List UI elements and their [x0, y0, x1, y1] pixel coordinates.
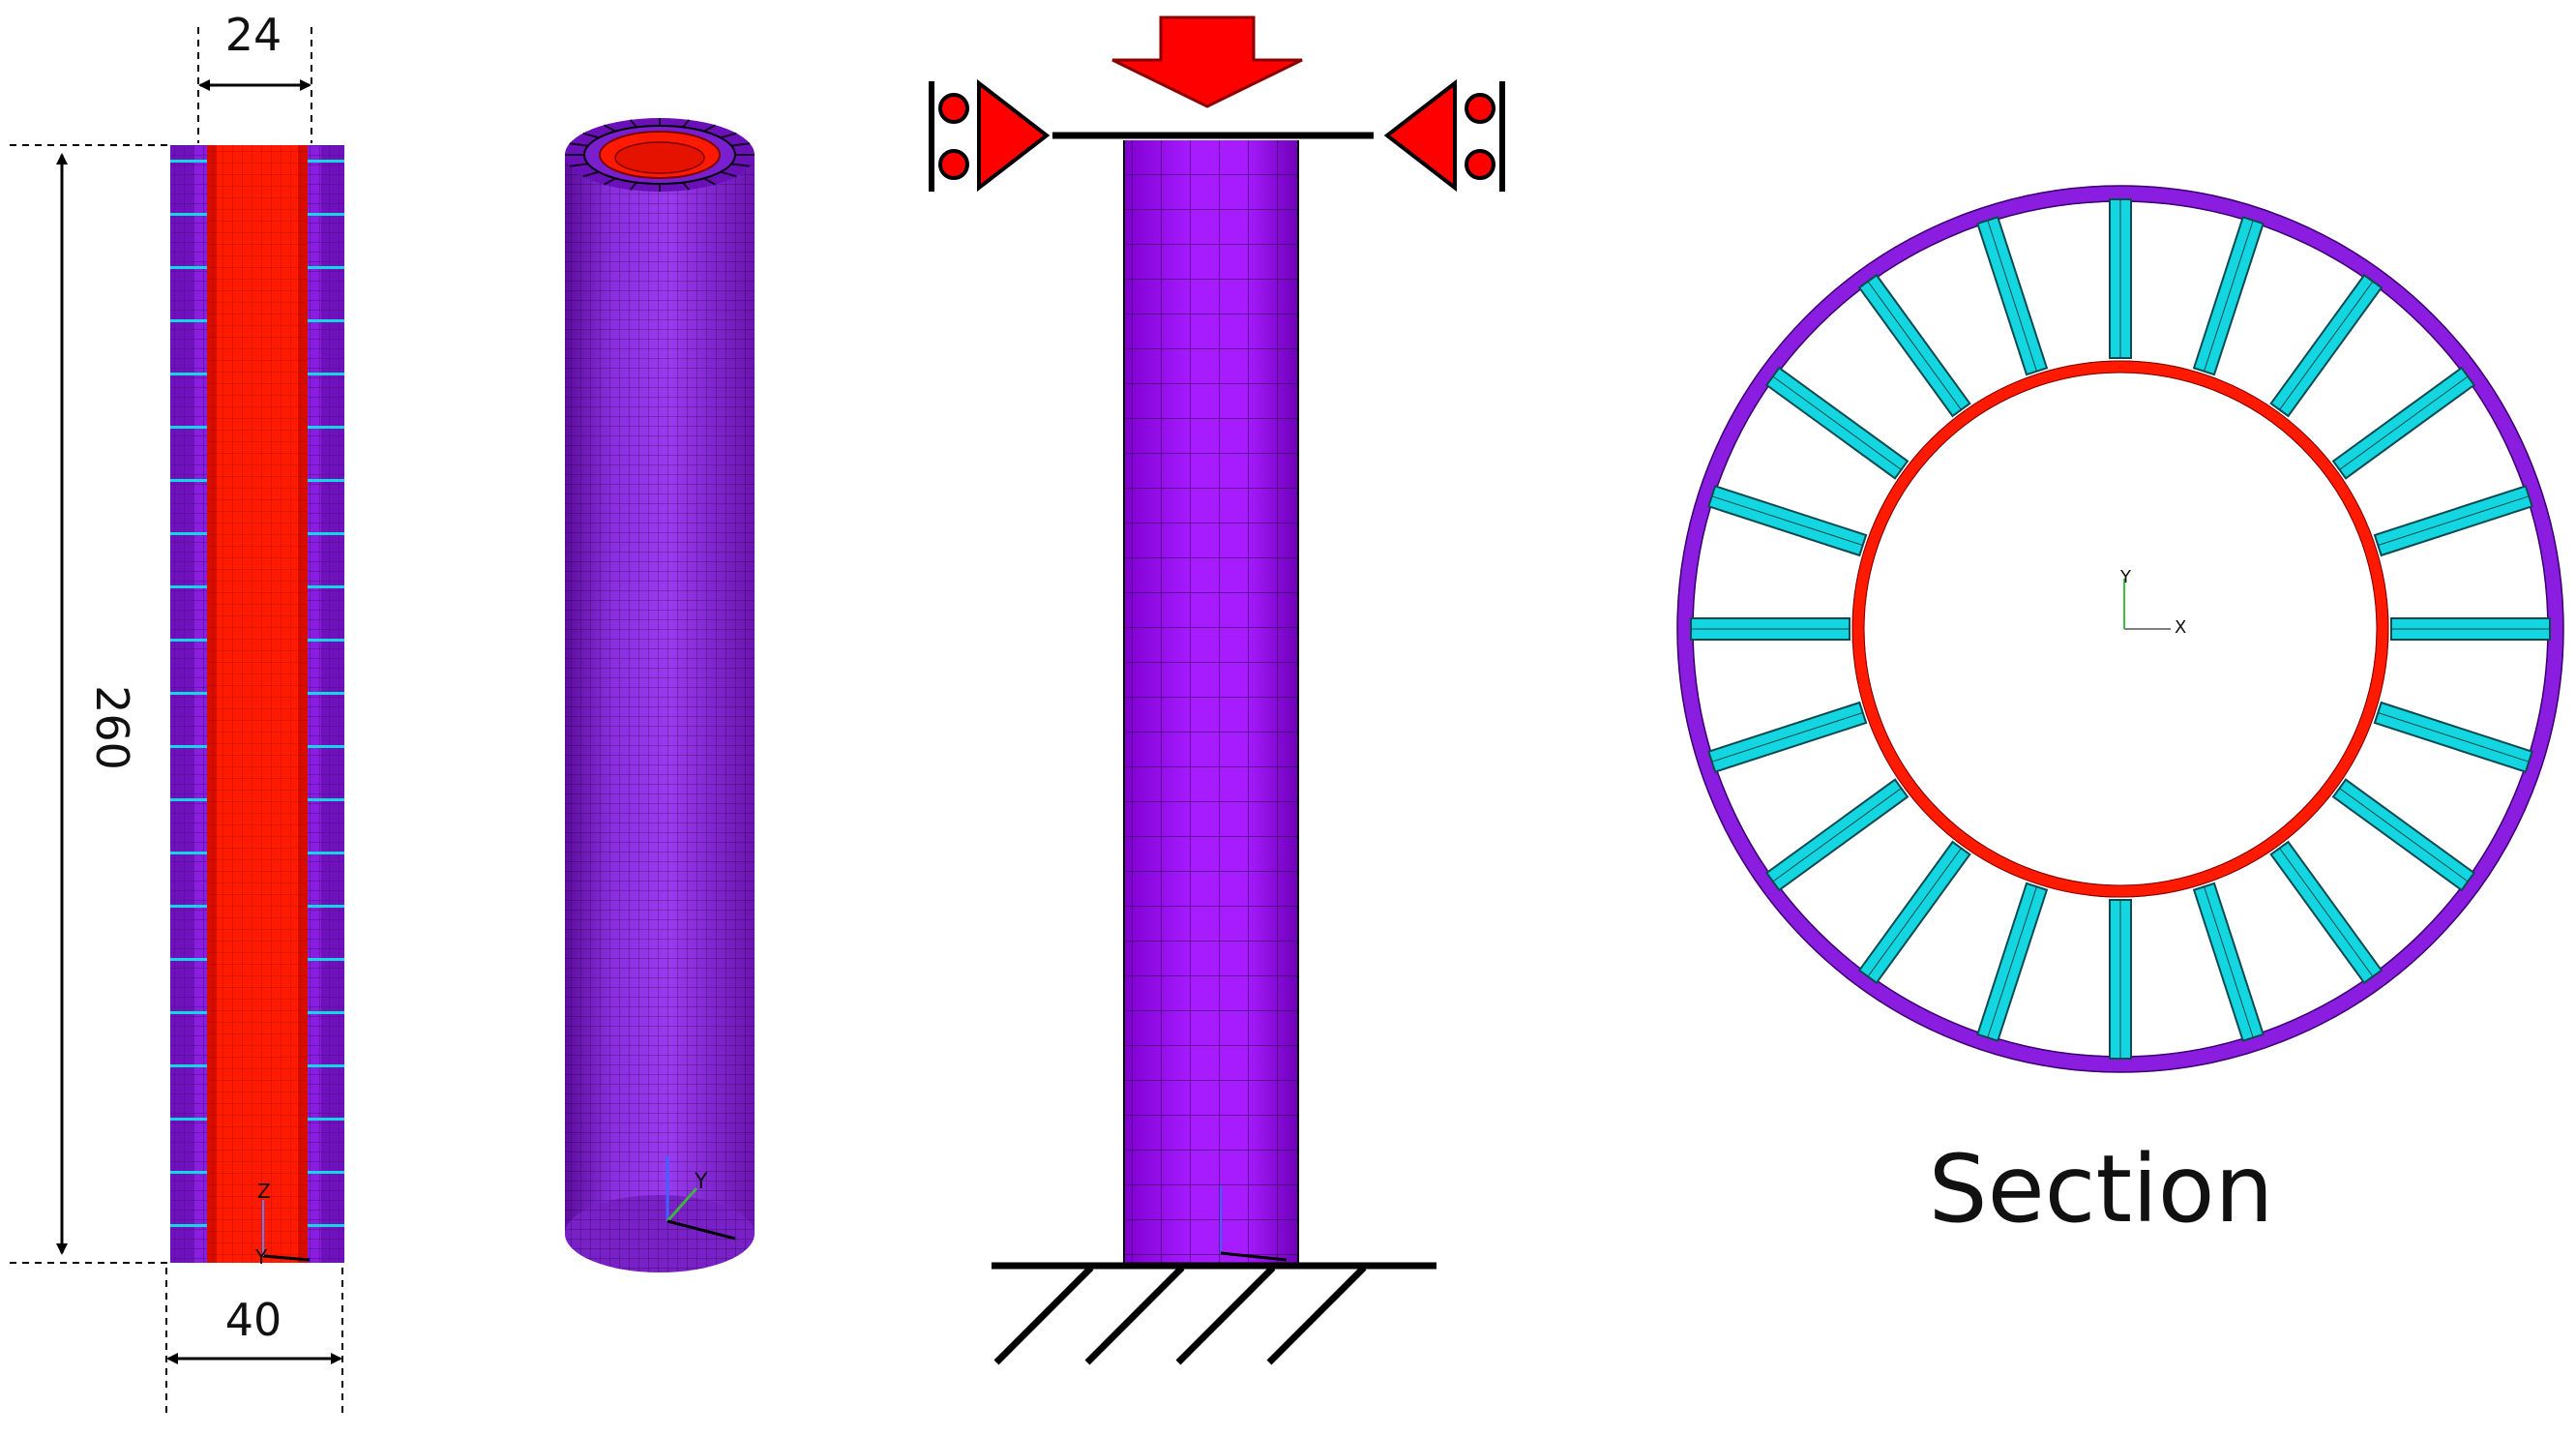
- connector-tick: [308, 745, 344, 748]
- connector-ticks: [170, 160, 344, 1227]
- shear-connector-centerline: [1867, 848, 1962, 977]
- triad-z-label: Z: [257, 1180, 271, 1203]
- shear-connector-centerline: [1772, 788, 1902, 883]
- connector-tick: [308, 958, 344, 961]
- shear-connector-centerline: [1987, 886, 2037, 1038]
- connector-tick: [170, 266, 207, 269]
- dimension-inner-width: 24: [198, 9, 311, 91]
- right-roller-support: [1383, 78, 1505, 193]
- connector-tick: [170, 160, 207, 163]
- section-view: Y X Section: [1676, 185, 2564, 1243]
- outer-ring: [1676, 185, 2564, 1073]
- connector-tick: [170, 532, 207, 535]
- shear-connector-centerline: [1772, 375, 1902, 470]
- shear-connector-centerline: [2279, 281, 2374, 410]
- connector-tick: [308, 905, 344, 908]
- connector-tick: [308, 373, 344, 375]
- shear-connector-centerline: [1711, 712, 1863, 763]
- connector-tick: [170, 479, 207, 482]
- shear-connector-centerline: [1987, 220, 2037, 372]
- axis-triad-4: Y X: [2119, 567, 2186, 638]
- connector-tick: [308, 1118, 344, 1121]
- shear-connector-centerline: [1711, 495, 1863, 546]
- triad-y-label: Y: [254, 1245, 268, 1269]
- connector-tick: [308, 1011, 344, 1014]
- axial-load-arrow: [1111, 15, 1303, 108]
- shear-connector-centerline: [2378, 495, 2530, 546]
- connector-tick: [170, 319, 207, 322]
- triad-x-label-4: X: [2175, 617, 2186, 638]
- section-label: Section: [1929, 1135, 2274, 1243]
- isometric-view: Y: [565, 118, 755, 1272]
- connector-tick: [170, 639, 207, 642]
- dimension-outer-width: 40: [166, 1294, 342, 1364]
- connector-tick: [308, 479, 344, 482]
- connector-tick: [308, 1064, 344, 1067]
- connector-tick: [170, 585, 207, 588]
- connector-tick: [308, 798, 344, 801]
- shear-connector-centerline: [2339, 375, 2469, 470]
- shear-connector-centerline: [2204, 220, 2254, 372]
- dimension-height: 260: [56, 153, 138, 1255]
- connector-tick: [170, 426, 207, 429]
- connector-tick: [170, 905, 207, 908]
- left-roller-support: [929, 78, 1051, 193]
- connector-tick: [308, 160, 344, 163]
- connector-tick: [308, 585, 344, 588]
- triad-y-label-2: Y: [694, 1170, 708, 1194]
- elevation-view: Z Y 24 260 40: [10, 9, 344, 1415]
- shear-connector-centerline: [2204, 886, 2254, 1038]
- connector-tick: [308, 532, 344, 535]
- axis-triad-2: Y: [666, 1156, 736, 1241]
- connector-tick: [170, 798, 207, 801]
- connector-tick: [308, 852, 344, 854]
- fixed-support: [992, 1262, 1436, 1365]
- connector-tick: [170, 213, 207, 216]
- connector-tick: [308, 639, 344, 642]
- connector-tick: [170, 1224, 207, 1227]
- axis-triad-1: Z Y: [254, 1180, 311, 1269]
- connector-tick: [170, 1118, 207, 1121]
- connector-tick: [170, 958, 207, 961]
- boundary-condition-view: [929, 15, 1505, 1365]
- connector-tick: [170, 745, 207, 748]
- connector-tick: [170, 852, 207, 854]
- connector-tick: [308, 1171, 344, 1174]
- connector-tick: [308, 1224, 344, 1227]
- triad-y-label-4: Y: [2119, 567, 2132, 587]
- connector-tick: [308, 266, 344, 269]
- shear-connector-centerline: [1867, 281, 1962, 410]
- connector-tick: [170, 373, 207, 375]
- dimension-260-label: 260: [86, 685, 138, 770]
- dimension-extension-lines: [10, 27, 343, 1415]
- dimension-24-label: 24: [225, 9, 282, 61]
- inner-ring: [1851, 360, 2389, 898]
- connector-tick: [170, 1064, 207, 1067]
- shear-connector-centerline: [2279, 848, 2374, 977]
- shear-connector-centerline: [2378, 712, 2530, 763]
- connector-tick: [308, 426, 344, 429]
- connector-tick: [308, 319, 344, 322]
- dimension-40-label: 40: [225, 1294, 282, 1346]
- connector-tick: [170, 1011, 207, 1014]
- connector-tick: [308, 213, 344, 216]
- shear-connectors: [1690, 198, 2551, 1060]
- shear-connector-centerline: [2339, 788, 2469, 883]
- connector-tick: [170, 692, 207, 695]
- connector-tick: [308, 692, 344, 695]
- axis-triad-3: [1220, 1185, 1288, 1262]
- connector-tick: [170, 1171, 207, 1174]
